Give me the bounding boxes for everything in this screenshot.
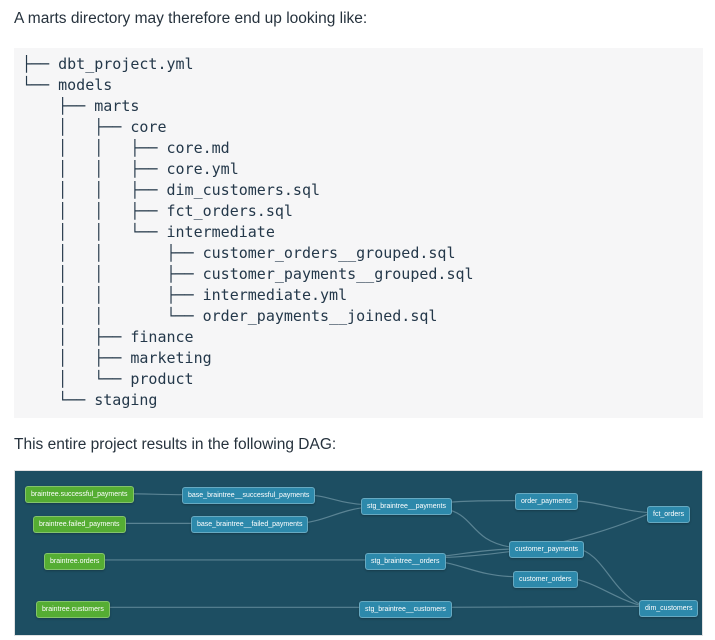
dag-edge-stg_braintree__payments-to-customer_payments: [442, 507, 512, 548]
directory-tree-code-block: ├── dbt_project.yml └── models ├── marts…: [14, 48, 703, 419]
dag-edge-stg_braintree__orders-to-customer_orders: [434, 560, 516, 578]
dag-node-order_payments: order_payments: [515, 492, 578, 510]
intro-paragraph: A marts directory may therefore end up l…: [14, 10, 368, 27]
dag-node-stg_braintree__customers: stg_braintree__customers: [359, 600, 452, 618]
dag-edge-order_payments-to-fct_orders: [566, 499, 648, 513]
dag-paragraph: This entire project results in the follo…: [14, 436, 337, 454]
dag-node-base_braintree__failed_payments: base_braintree__failed_payments: [191, 515, 309, 533]
dag-node-braintree_customers: braintree.customers: [36, 600, 110, 618]
dag-node-customer_orders: customer_orders: [513, 570, 578, 588]
dag-node-base_braintree__successful_payments: base_braintree__successful_payments: [182, 486, 316, 504]
dag-image[interactable]: braintree.successful_payments base_braint…: [14, 469, 703, 636]
dag-node-dim_customers: dim_customers: [639, 599, 699, 617]
dag-node-fct_orders: fct_orders: [647, 505, 691, 523]
dag-node-stg_braintree__orders: stg_braintree__orders: [365, 552, 446, 570]
dag-edge-customer_orders-to-dim_customers: [567, 576, 641, 606]
dag-edge-customer_payments-to-dim_customers: [574, 547, 641, 605]
dag-node-customer_payments: customer_payments: [509, 540, 585, 558]
dag-node-braintree_orders: braintree.orders: [44, 552, 106, 570]
dag-node-braintree_failed_payments: braintree.failed_payments: [33, 515, 126, 533]
dag-edge-stg_braintree__payments-to-order_payments: [442, 499, 518, 503]
dag-edge-stg_braintree__customers-to-dim_customers: [442, 605, 641, 608]
dag-node-braintree_successful_payments: braintree.successful_payments: [25, 485, 134, 503]
dag-node-stg_braintree__payments: stg_braintree__payments: [361, 497, 452, 515]
